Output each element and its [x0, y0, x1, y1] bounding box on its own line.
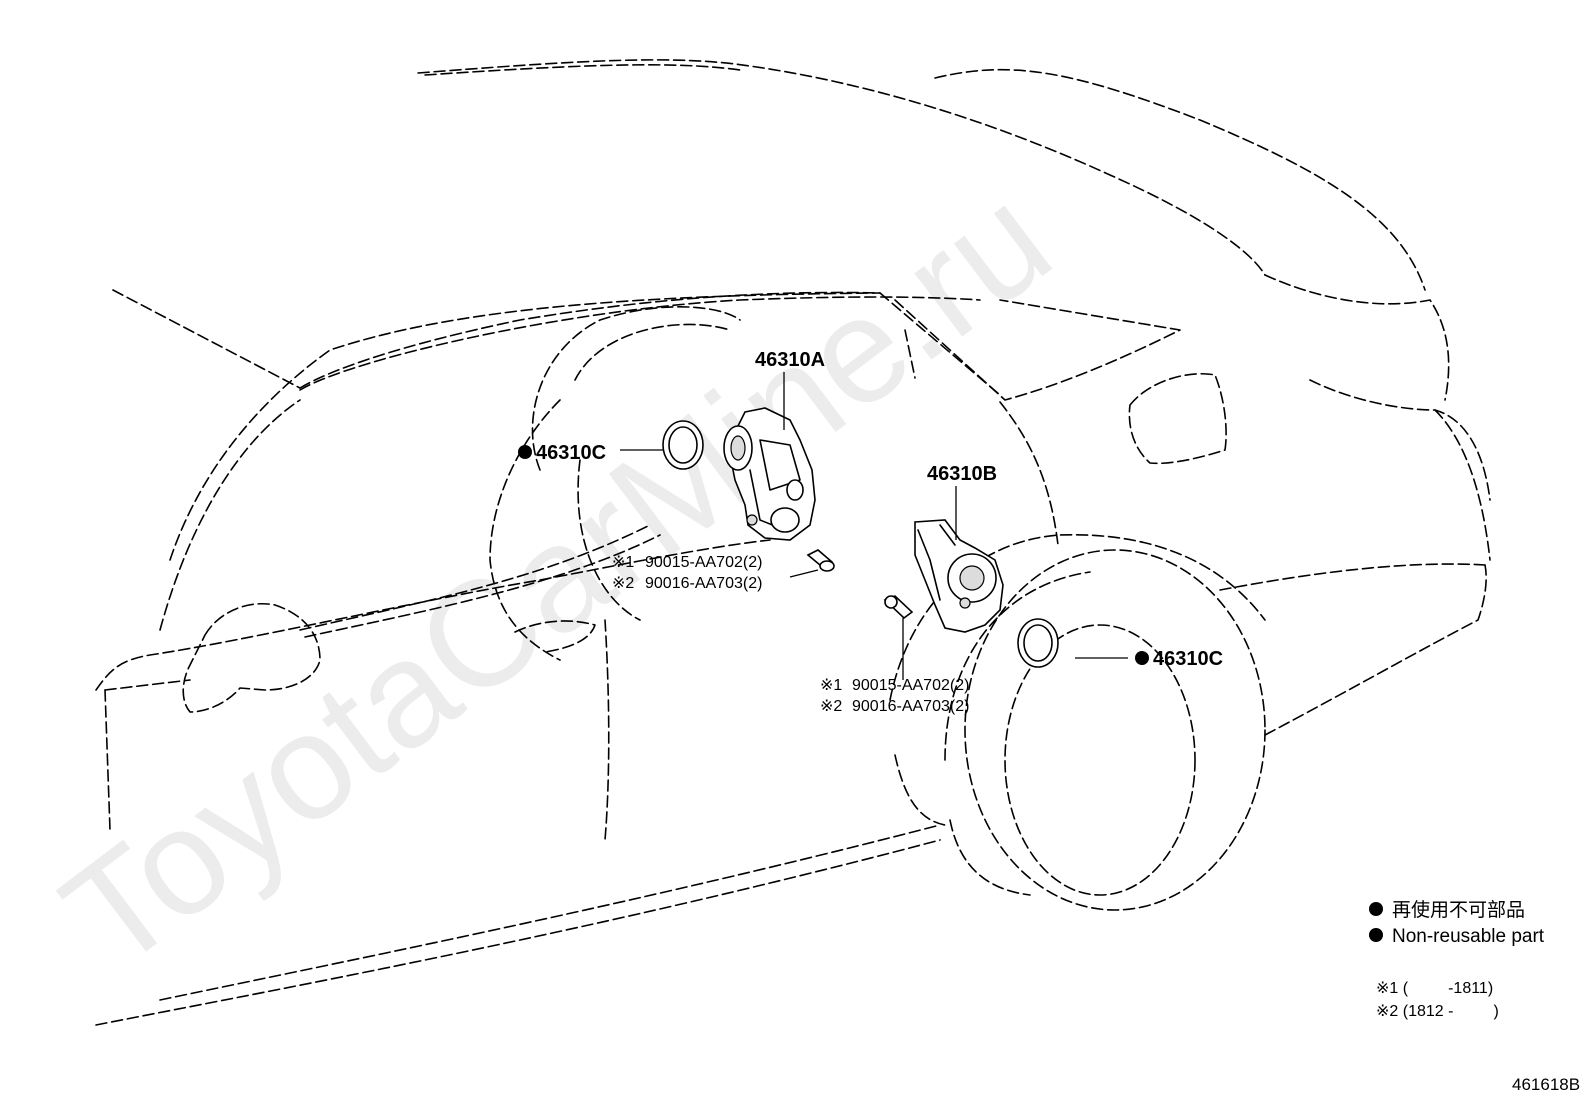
label-46310C-left: 46310C: [536, 442, 606, 464]
legend-dot-japanese: [1369, 902, 1383, 916]
bolt-left-mark-2: ※2: [612, 575, 634, 592]
leader-lines: [620, 372, 1128, 680]
actuator-46310B: [914, 519, 1004, 633]
label-46310B: 46310B: [927, 463, 997, 485]
bolt-notes-left: ※1 90015-AA702(2) ※2 90016-AA703(2): [612, 554, 762, 592]
bolt-left-part-2: 90016-AA703(2): [645, 575, 762, 592]
seal-ring-left: [662, 420, 704, 470]
legend-japanese: 再使用不可部品: [1392, 899, 1525, 921]
bolt-notes-right: ※1 90015-AA702(2) ※2 90016-AA703(2): [820, 677, 969, 715]
label-46310A: 46310A: [755, 349, 825, 371]
car-body-outline: [95, 59, 1491, 1026]
bolt-right-mark-2: ※2: [820, 698, 842, 715]
bolt-left: [806, 549, 835, 572]
bolt-right: [883, 595, 914, 620]
bolt-right-part-1: 90015-AA702(2): [852, 677, 969, 694]
bolt-right-mark-1: ※1: [820, 677, 842, 694]
bolt-left-mark-1: ※1: [612, 554, 634, 571]
legend-period-2: ※2 (1812 - ): [1376, 1003, 1499, 1020]
legend-period-1: ※1 ( -1811): [1376, 980, 1493, 997]
bolt-right-part-2: 90016-AA703(2): [852, 698, 969, 715]
bolt-left-part-1: 90015-AA702(2): [645, 554, 762, 571]
actuator-46310A: [723, 407, 816, 541]
figure-number: 461618B: [1512, 1075, 1580, 1094]
label-46310C-right: 46310C: [1153, 648, 1223, 670]
seal-ring-right: [1017, 618, 1059, 668]
non-reusable-dot-right: [1135, 651, 1149, 665]
non-reusable-dot-left: [518, 445, 532, 459]
legend: 再使用不可部品 Non-reusable part ※1 ( -1811) ※2…: [1369, 899, 1545, 1020]
legend-dot-english: [1369, 928, 1383, 942]
legend-english: Non-reusable part: [1392, 926, 1545, 947]
